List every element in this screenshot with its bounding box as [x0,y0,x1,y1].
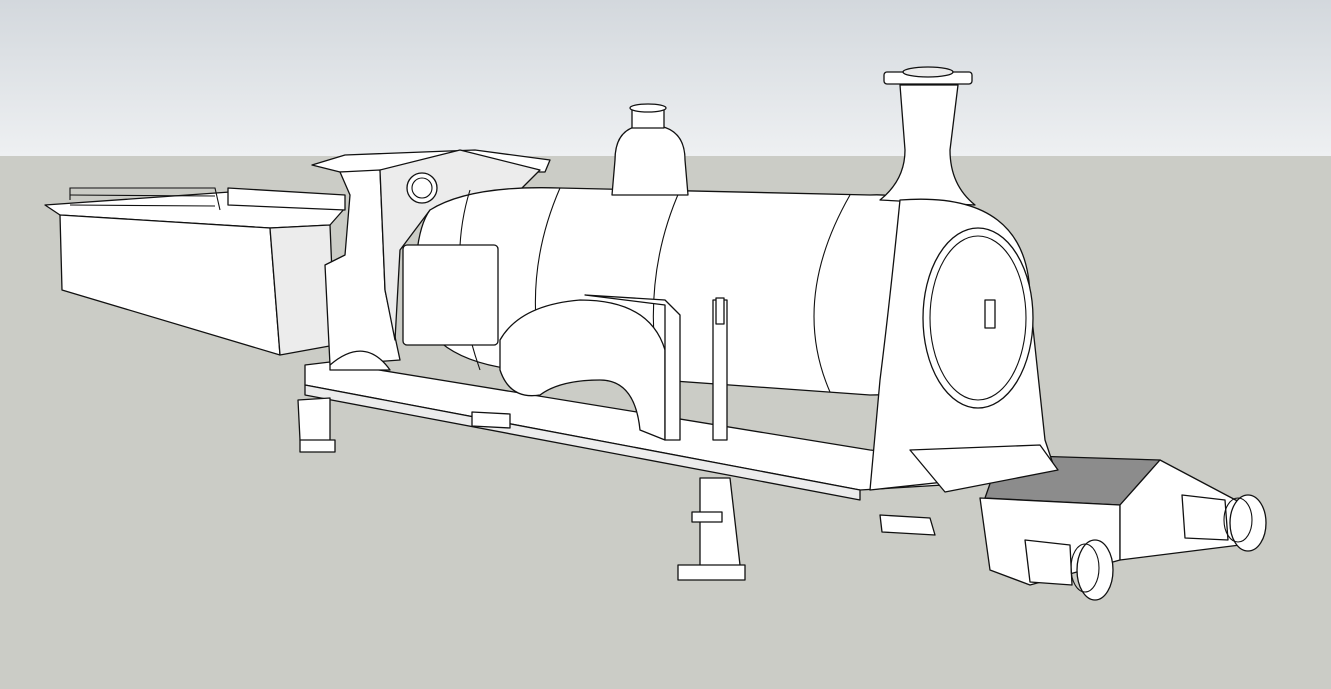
buffer-left [1024,539,1114,601]
buffer-right [1181,494,1267,552]
frame [297,361,1061,581]
cab [311,149,551,366]
splasher [329,244,681,441]
smokebox [869,198,1059,493]
tender [44,187,346,356]
dome [611,103,689,196]
lamp-iron [712,297,728,441]
chimney [879,66,976,206]
